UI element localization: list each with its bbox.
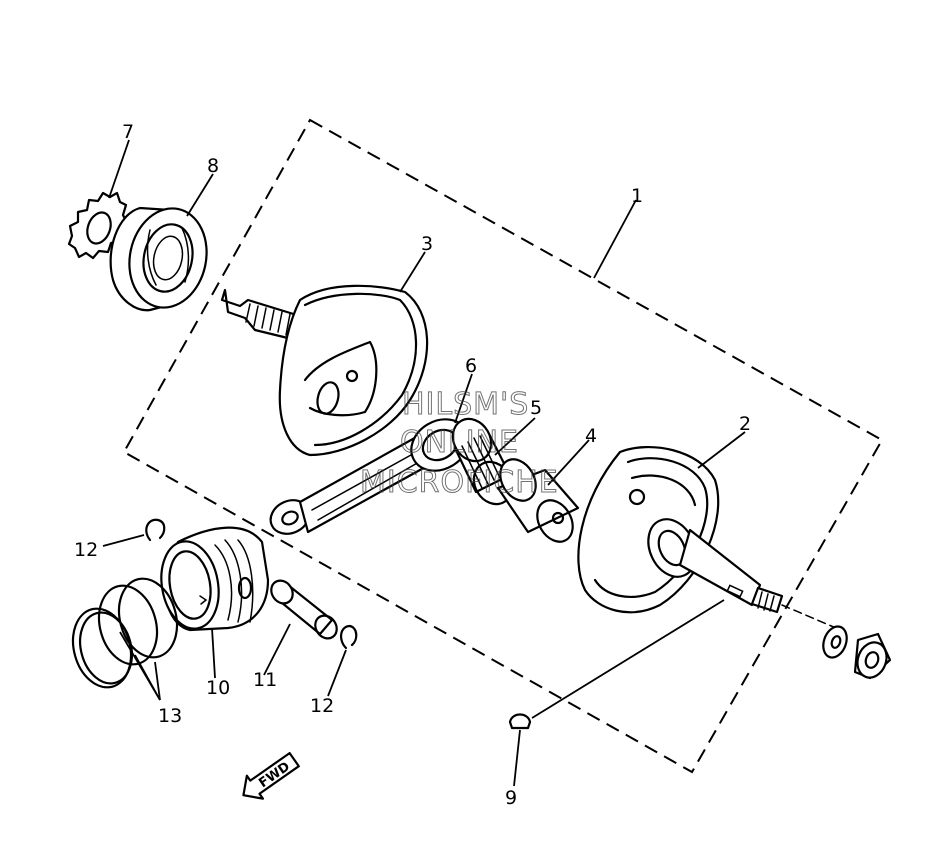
callout-3: 3 <box>421 233 433 255</box>
woodruff-key <box>508 713 532 730</box>
watermark: HILSM'S ONLINE MICROFICHE <box>360 387 559 501</box>
piston-ring-set <box>71 577 179 689</box>
leader-lines <box>102 139 746 787</box>
needle-bearing <box>451 417 514 506</box>
piston-pin-clip-lower <box>340 624 358 650</box>
crank-bearing <box>109 206 208 312</box>
callout-6: 6 <box>465 355 477 377</box>
callout-13: 13 <box>158 705 182 727</box>
washer <box>822 625 848 659</box>
assembly-boundary <box>122 118 884 774</box>
piston-pin-clip-upper <box>145 518 166 542</box>
nut <box>853 632 892 680</box>
callout-7: 9 <box>505 787 517 809</box>
crank-pin <box>496 458 580 543</box>
watermark-line-3: MICROFICHE <box>360 465 559 500</box>
crank-1 <box>220 284 429 457</box>
callout-11: 11 <box>253 669 277 691</box>
callout-4: 4 <box>585 425 597 447</box>
piston-pin <box>270 579 338 640</box>
callout-12-lower: 12 <box>310 695 334 717</box>
shaft-centerline <box>781 604 837 629</box>
callout-9: 8 <box>207 155 219 177</box>
callout-1: 1 <box>631 185 643 207</box>
watermark-line-1: HILSM'S <box>402 387 529 422</box>
callout-5: 5 <box>530 397 542 419</box>
crank-2 <box>577 445 784 614</box>
watermark-line-2: ONLINE <box>400 425 519 460</box>
callout-10: 10 <box>206 677 230 699</box>
fwd-arrow-icon: FWD <box>242 751 300 800</box>
callout-2: 2 <box>739 413 751 435</box>
piston <box>160 526 270 632</box>
callout-12-upper: 12 <box>74 539 98 561</box>
callout-8: 7 <box>122 121 134 143</box>
